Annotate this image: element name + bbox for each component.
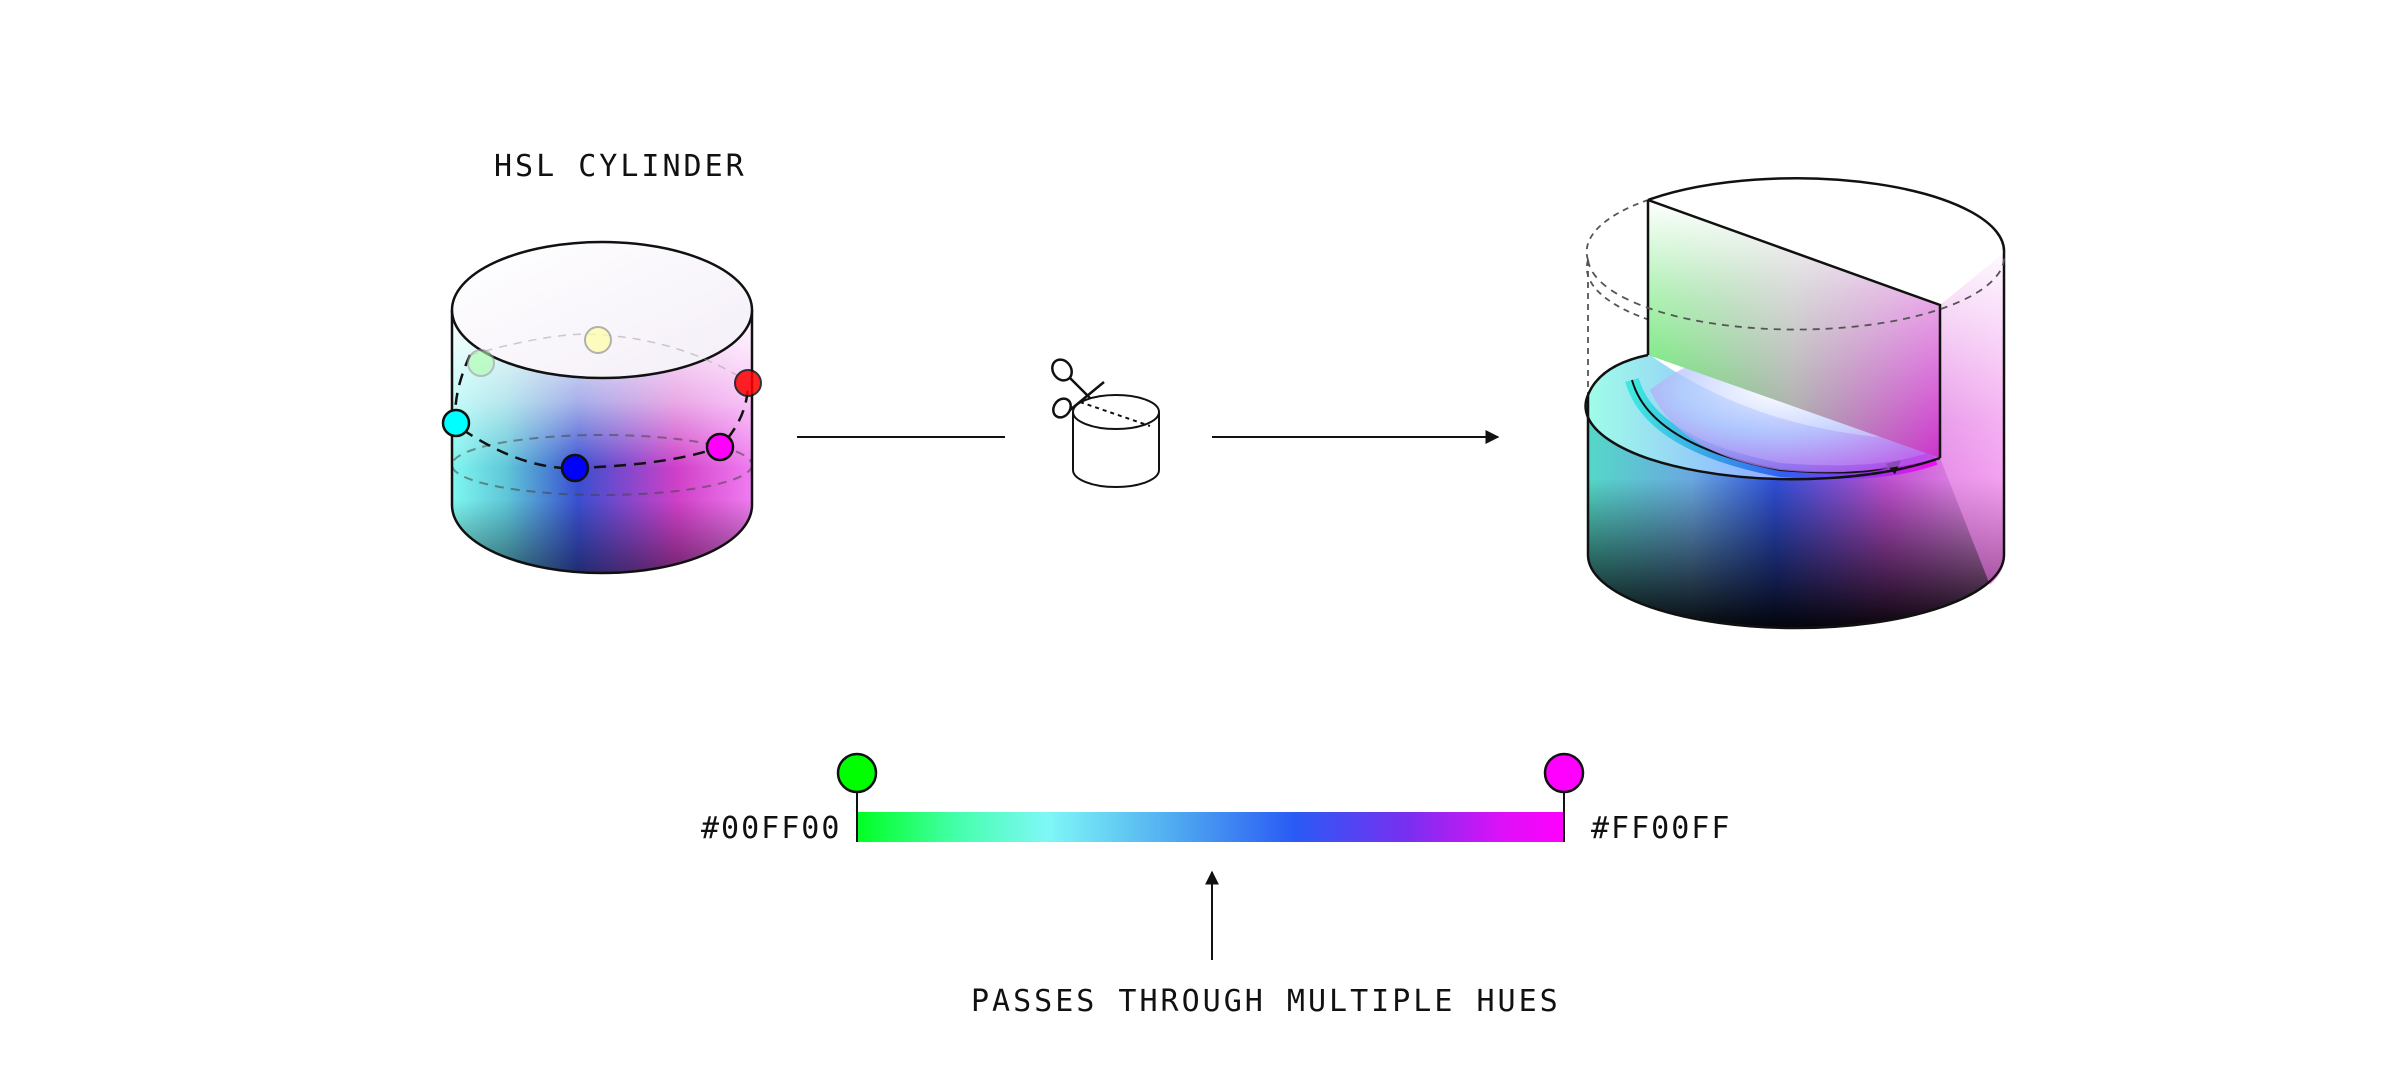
end-color-marker bbox=[1543, 752, 1585, 794]
cutting-scissors-icon bbox=[1051, 358, 1160, 488]
hsl-cylinder-left bbox=[441, 240, 762, 575]
end-hex-label: #FF00FF bbox=[1591, 811, 1731, 846]
yellow-marker bbox=[584, 326, 612, 354]
cyan-marker bbox=[441, 408, 471, 438]
magenta-marker bbox=[705, 432, 735, 462]
hue-gradient-bar bbox=[836, 752, 1585, 842]
start-hex-label: #00FF00 bbox=[701, 811, 841, 846]
annotation-label: PASSES THROUGH MULTIPLE HUES bbox=[971, 984, 1561, 1019]
hsl-cylinder-cut bbox=[1584, 177, 2006, 630]
diagram-title: HSL CYLINDER bbox=[494, 149, 747, 184]
red-marker bbox=[734, 369, 762, 397]
blue-marker bbox=[560, 453, 590, 483]
start-color-marker bbox=[836, 752, 878, 794]
green-marker bbox=[467, 349, 495, 377]
